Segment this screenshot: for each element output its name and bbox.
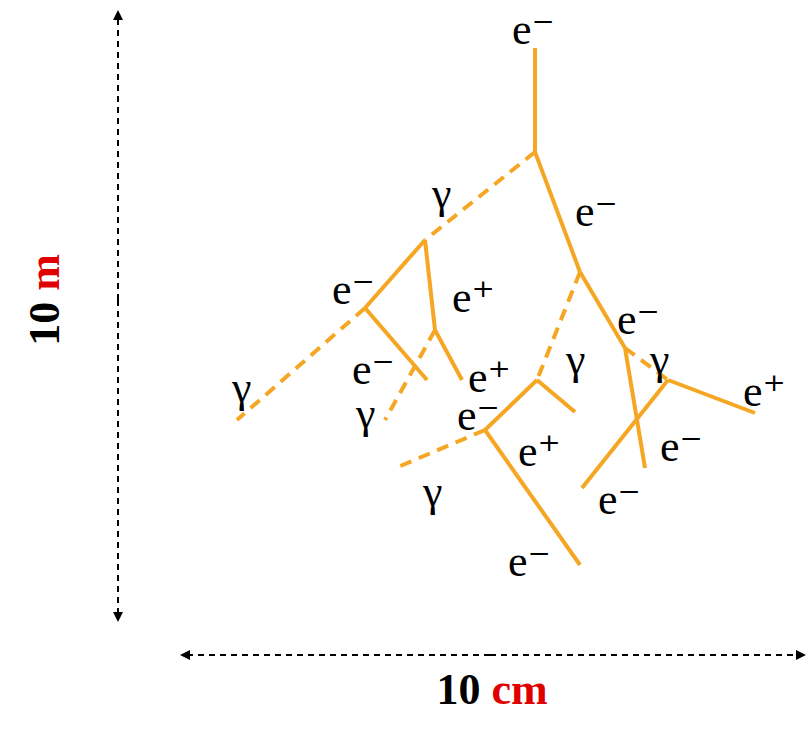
dimension-label: 10 cm	[436, 668, 547, 712]
particle-label: e⁺	[743, 370, 786, 414]
particle-label: e⁻	[575, 190, 618, 234]
photon-tracks	[237, 152, 668, 467]
particle-label: e⁻	[598, 478, 641, 522]
particle-label: e⁺	[452, 276, 495, 320]
particle-label: e⁻	[332, 268, 375, 312]
particle-label: γ	[650, 338, 669, 382]
particle-label: e⁻	[352, 348, 395, 392]
particle-label: e⁻	[617, 298, 660, 342]
particle-label: e⁻	[660, 425, 703, 469]
particle-label: γ	[356, 392, 375, 436]
particle-label: γ	[566, 338, 585, 382]
particle-label: e⁻	[512, 8, 555, 52]
particle-label: e⁻	[508, 540, 551, 584]
particle-label: e⁺	[518, 430, 561, 474]
particle-tracks	[365, 48, 755, 565]
particle-label: γ	[432, 172, 451, 216]
dimension-arrows	[118, 12, 804, 655]
particle-label: γ	[232, 366, 251, 410]
dimension-label: 10 m	[23, 254, 67, 346]
particle-label: e⁻	[457, 394, 500, 438]
particle-label: γ	[423, 470, 442, 514]
